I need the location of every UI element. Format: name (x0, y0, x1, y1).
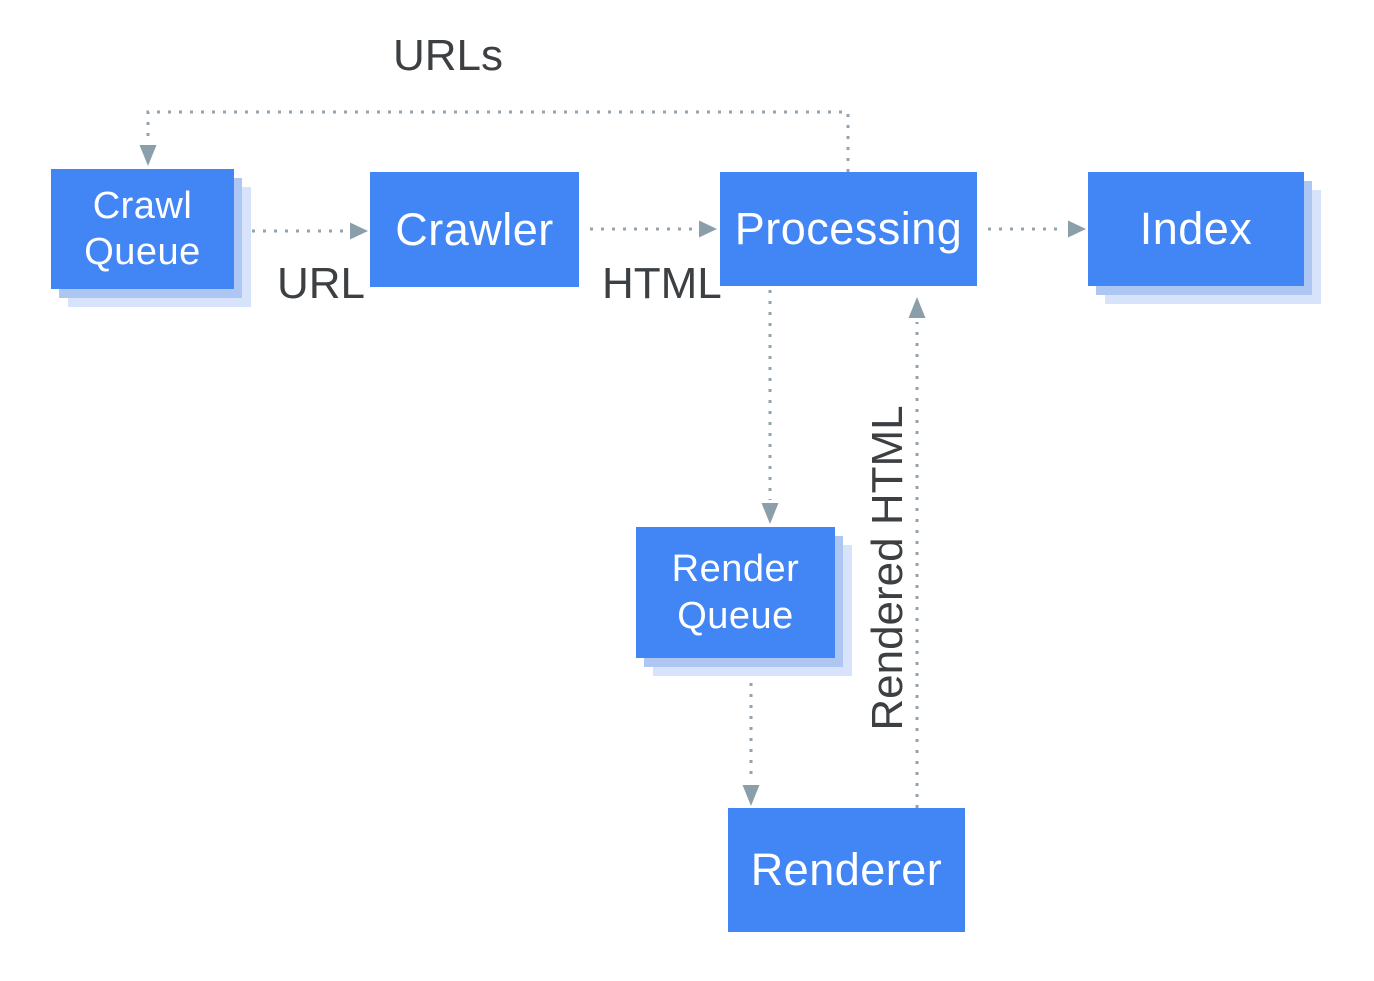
node-processing-label: Processing (734, 203, 963, 255)
arrow-renderer-to-processing (908, 297, 926, 808)
edge-label-html: HTML (602, 259, 722, 308)
node-renderer: Renderer (728, 808, 965, 932)
arrow-render-queue-to-renderer (742, 672, 760, 806)
arrowhead-right-icon (1068, 220, 1086, 238)
arrowhead-down-icon (761, 503, 779, 524)
arrow-processing-to-crawl-queue (139, 110, 850, 172)
node-index-label: Index (1139, 203, 1253, 255)
edge-label-url: URL (277, 259, 366, 308)
node-crawler-label: Crawler (395, 203, 554, 255)
node-crawl-queue: Crawl Queue (51, 169, 234, 289)
arrow-processing-to-crawl-queue-line (146, 110, 850, 172)
arrowhead-down-icon (742, 785, 760, 806)
arrow-crawler-to-processing (590, 220, 717, 238)
edge-label-rendered-html: Rendered HTML (862, 405, 912, 731)
arrowhead-down-icon (139, 145, 157, 166)
node-processing: Processing (720, 172, 977, 286)
arrow-crawl-queue-to-crawler (252, 222, 368, 240)
node-renderer-label: Renderer (750, 844, 943, 896)
arrowhead-right-icon (699, 220, 717, 238)
node-render-queue-label: Render Queue (671, 548, 800, 637)
node-render-queue: Render Queue (636, 527, 835, 658)
edge-label-urls: URLs (393, 31, 504, 80)
arrowhead-right-icon (350, 222, 368, 240)
node-crawl-queue-label: Crawl Queue (84, 184, 201, 273)
arrowhead-up-icon (908, 297, 926, 318)
arrow-processing-to-render-queue (761, 290, 779, 524)
arrow-processing-to-index (988, 220, 1086, 238)
node-crawler: Crawler (370, 172, 579, 287)
node-index: Index (1088, 172, 1304, 286)
